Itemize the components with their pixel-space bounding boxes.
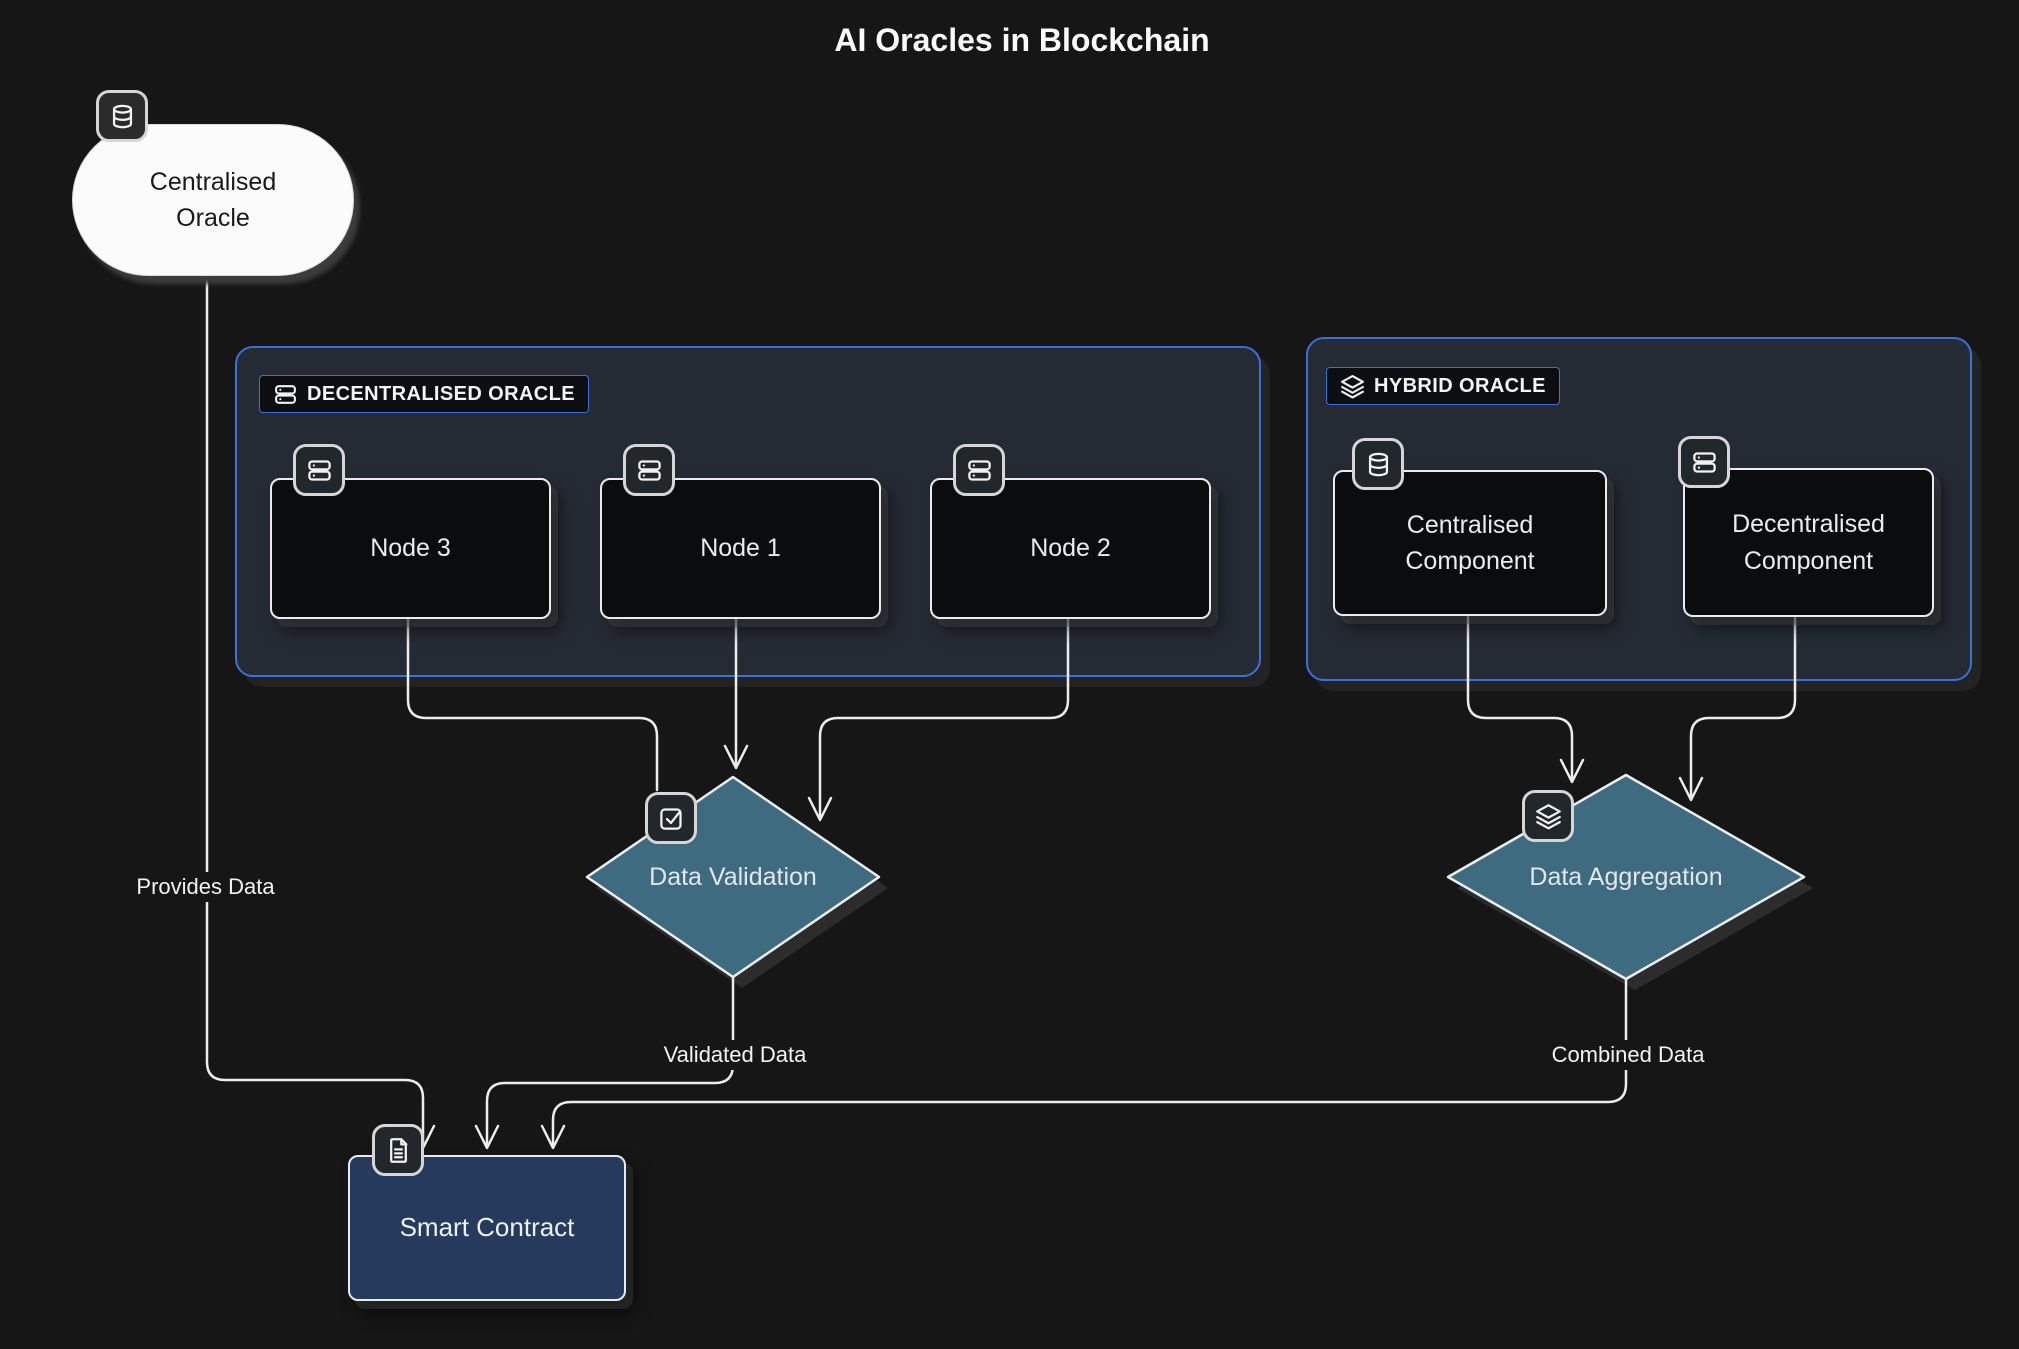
hybrid-oracle-label[interactable]: HYBRID ORACLE bbox=[1326, 367, 1560, 405]
check-square-icon bbox=[645, 792, 697, 844]
file-text-icon bbox=[372, 1124, 424, 1176]
centralised-oracle-node[interactable]: Centralised Oracle bbox=[72, 124, 354, 276]
server-icon bbox=[1678, 436, 1730, 488]
layers-icon bbox=[1522, 790, 1574, 842]
database-icon bbox=[96, 90, 148, 142]
edge-aggregation-to-contract bbox=[551, 977, 1628, 1148]
node-label: Node 1 bbox=[700, 534, 781, 563]
layers-icon bbox=[1341, 374, 1364, 398]
smart-contract-node[interactable]: Smart Contract bbox=[348, 1155, 626, 1301]
arrowhead bbox=[1678, 776, 1704, 802]
node-2[interactable]: Node 2 bbox=[930, 478, 1211, 619]
edge-node3-to-validation bbox=[406, 613, 659, 792]
decentralised-component-node[interactable]: Decentralised Component bbox=[1683, 468, 1934, 617]
server-icon bbox=[275, 384, 296, 404]
node-label: Node 3 bbox=[370, 534, 451, 563]
node-label: Centralised Oracle bbox=[149, 167, 277, 232]
arrowhead bbox=[540, 1124, 566, 1150]
aggregation-label: Data Aggregation bbox=[1529, 862, 1723, 891]
edge-decentralised-component-to-aggregation bbox=[1689, 611, 1797, 798]
arrowhead bbox=[723, 744, 749, 770]
node-3[interactable]: Node 3 bbox=[270, 478, 551, 619]
node-label: Smart Contract bbox=[399, 1212, 575, 1243]
edge-oracle-to-contract bbox=[205, 272, 425, 1148]
centralised-component-node[interactable]: Centralised Component bbox=[1333, 470, 1607, 616]
arrowhead bbox=[807, 796, 833, 822]
node-label: Node 2 bbox=[1030, 534, 1111, 563]
edge-validation-to-contract bbox=[485, 975, 735, 1148]
node-label: Decentralised Component bbox=[1732, 510, 1885, 575]
server-icon bbox=[293, 444, 345, 496]
edge-label-validated-data: Validated Data bbox=[645, 1040, 825, 1070]
arrowhead bbox=[1559, 758, 1585, 784]
node-label: Centralised Component bbox=[1405, 510, 1535, 575]
panel-label-text: HYBRID ORACLE bbox=[1374, 374, 1546, 397]
edge-label-combined-data: Combined Data bbox=[1538, 1040, 1718, 1070]
validation-label: Data Validation bbox=[649, 862, 817, 891]
edge-node2-to-validation bbox=[818, 613, 1070, 818]
node-1[interactable]: Node 1 bbox=[600, 478, 881, 619]
edge-centralised-component-to-aggregation bbox=[1466, 610, 1574, 780]
server-icon bbox=[623, 444, 675, 496]
arrowhead bbox=[474, 1124, 500, 1150]
server-icon bbox=[953, 444, 1005, 496]
decentralised-oracle-label[interactable]: DECENTRALISED ORACLE bbox=[259, 375, 590, 413]
panel-label-text: DECENTRALISED ORACLE bbox=[307, 382, 576, 405]
edge-label-provides-data: Provides Data bbox=[118, 872, 293, 902]
database-icon bbox=[1352, 438, 1404, 490]
page-title: AI Oracles in Blockchain bbox=[834, 22, 1210, 58]
